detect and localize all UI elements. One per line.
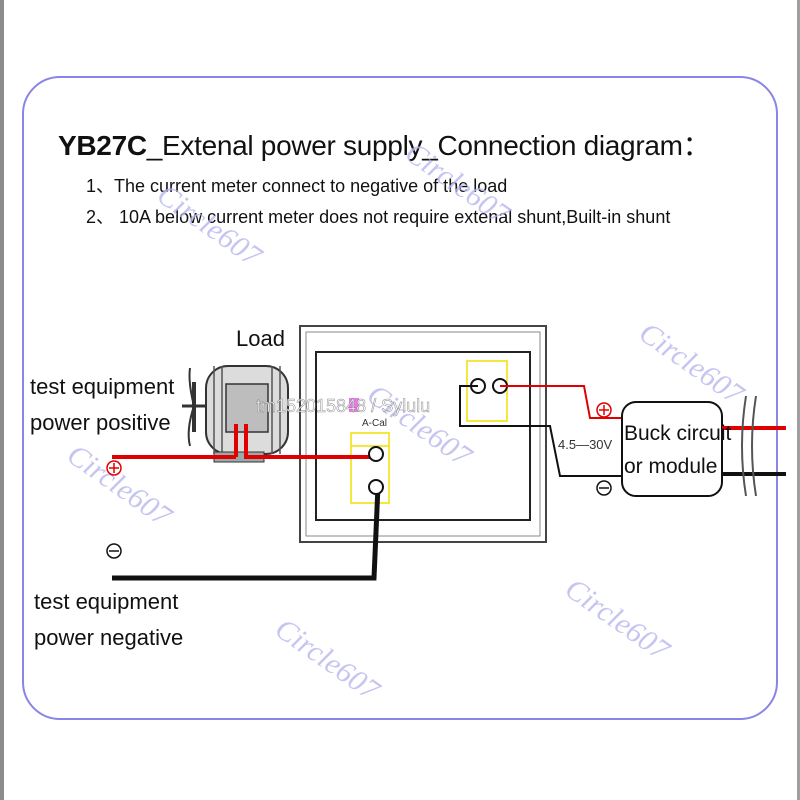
diagram-frame: [22, 76, 778, 720]
plus-symbol-icon: [106, 460, 122, 476]
note-2: 2、 10A below current meter does not requ…: [86, 207, 671, 227]
motor-load-icon: [182, 365, 289, 463]
cal-pad-label: A-Cal: [362, 418, 387, 429]
meter-outer-frame: [299, 325, 547, 543]
break-mark-icon: [741, 395, 757, 497]
supply-positive-wire: [500, 385, 624, 419]
note-1: 1、The current meter connect to negative …: [86, 176, 508, 196]
terminal-icon: [368, 479, 384, 495]
title-model: YB27C: [58, 130, 147, 161]
terminal-icon: [368, 446, 384, 462]
negative-label-line2: power negative: [34, 625, 184, 650]
left-edge-line: [0, 0, 4, 800]
right-edge-line: [797, 0, 800, 800]
load-label: Load: [236, 326, 285, 351]
diagram-title: YB27C_Extenal power supply_Connection di…: [58, 124, 711, 164]
negative-label-line1: test equipment: [34, 589, 179, 614]
buck-module: [621, 401, 723, 497]
voltage-range-label: 4.5—30V: [558, 437, 613, 452]
cal-pad: [349, 398, 359, 412]
supply-negative-wire: [459, 385, 624, 477]
buck-label-line1: Buck circuit: [624, 422, 732, 445]
title-text: _Extenal power supply_Connection diagram…: [146, 130, 711, 161]
positive-label-line2: power positive: [30, 410, 171, 435]
buck-label-line2: or module: [624, 455, 718, 478]
minus-symbol-icon: [106, 543, 122, 559]
meter-body: [315, 351, 531, 521]
load-to-meter-wire: [244, 424, 376, 459]
power-terminal-block: [466, 360, 508, 422]
meter-bezel: [305, 331, 541, 537]
minus-symbol-icon: [596, 480, 612, 496]
plus-symbol-icon: [596, 402, 612, 418]
negative-wire: [112, 485, 381, 581]
positive-label-line1: test equipment: [30, 374, 175, 399]
current-terminal-block: [350, 432, 390, 504]
overlay-watermark-text: tm152015848 / Sylulu: [256, 396, 430, 416]
